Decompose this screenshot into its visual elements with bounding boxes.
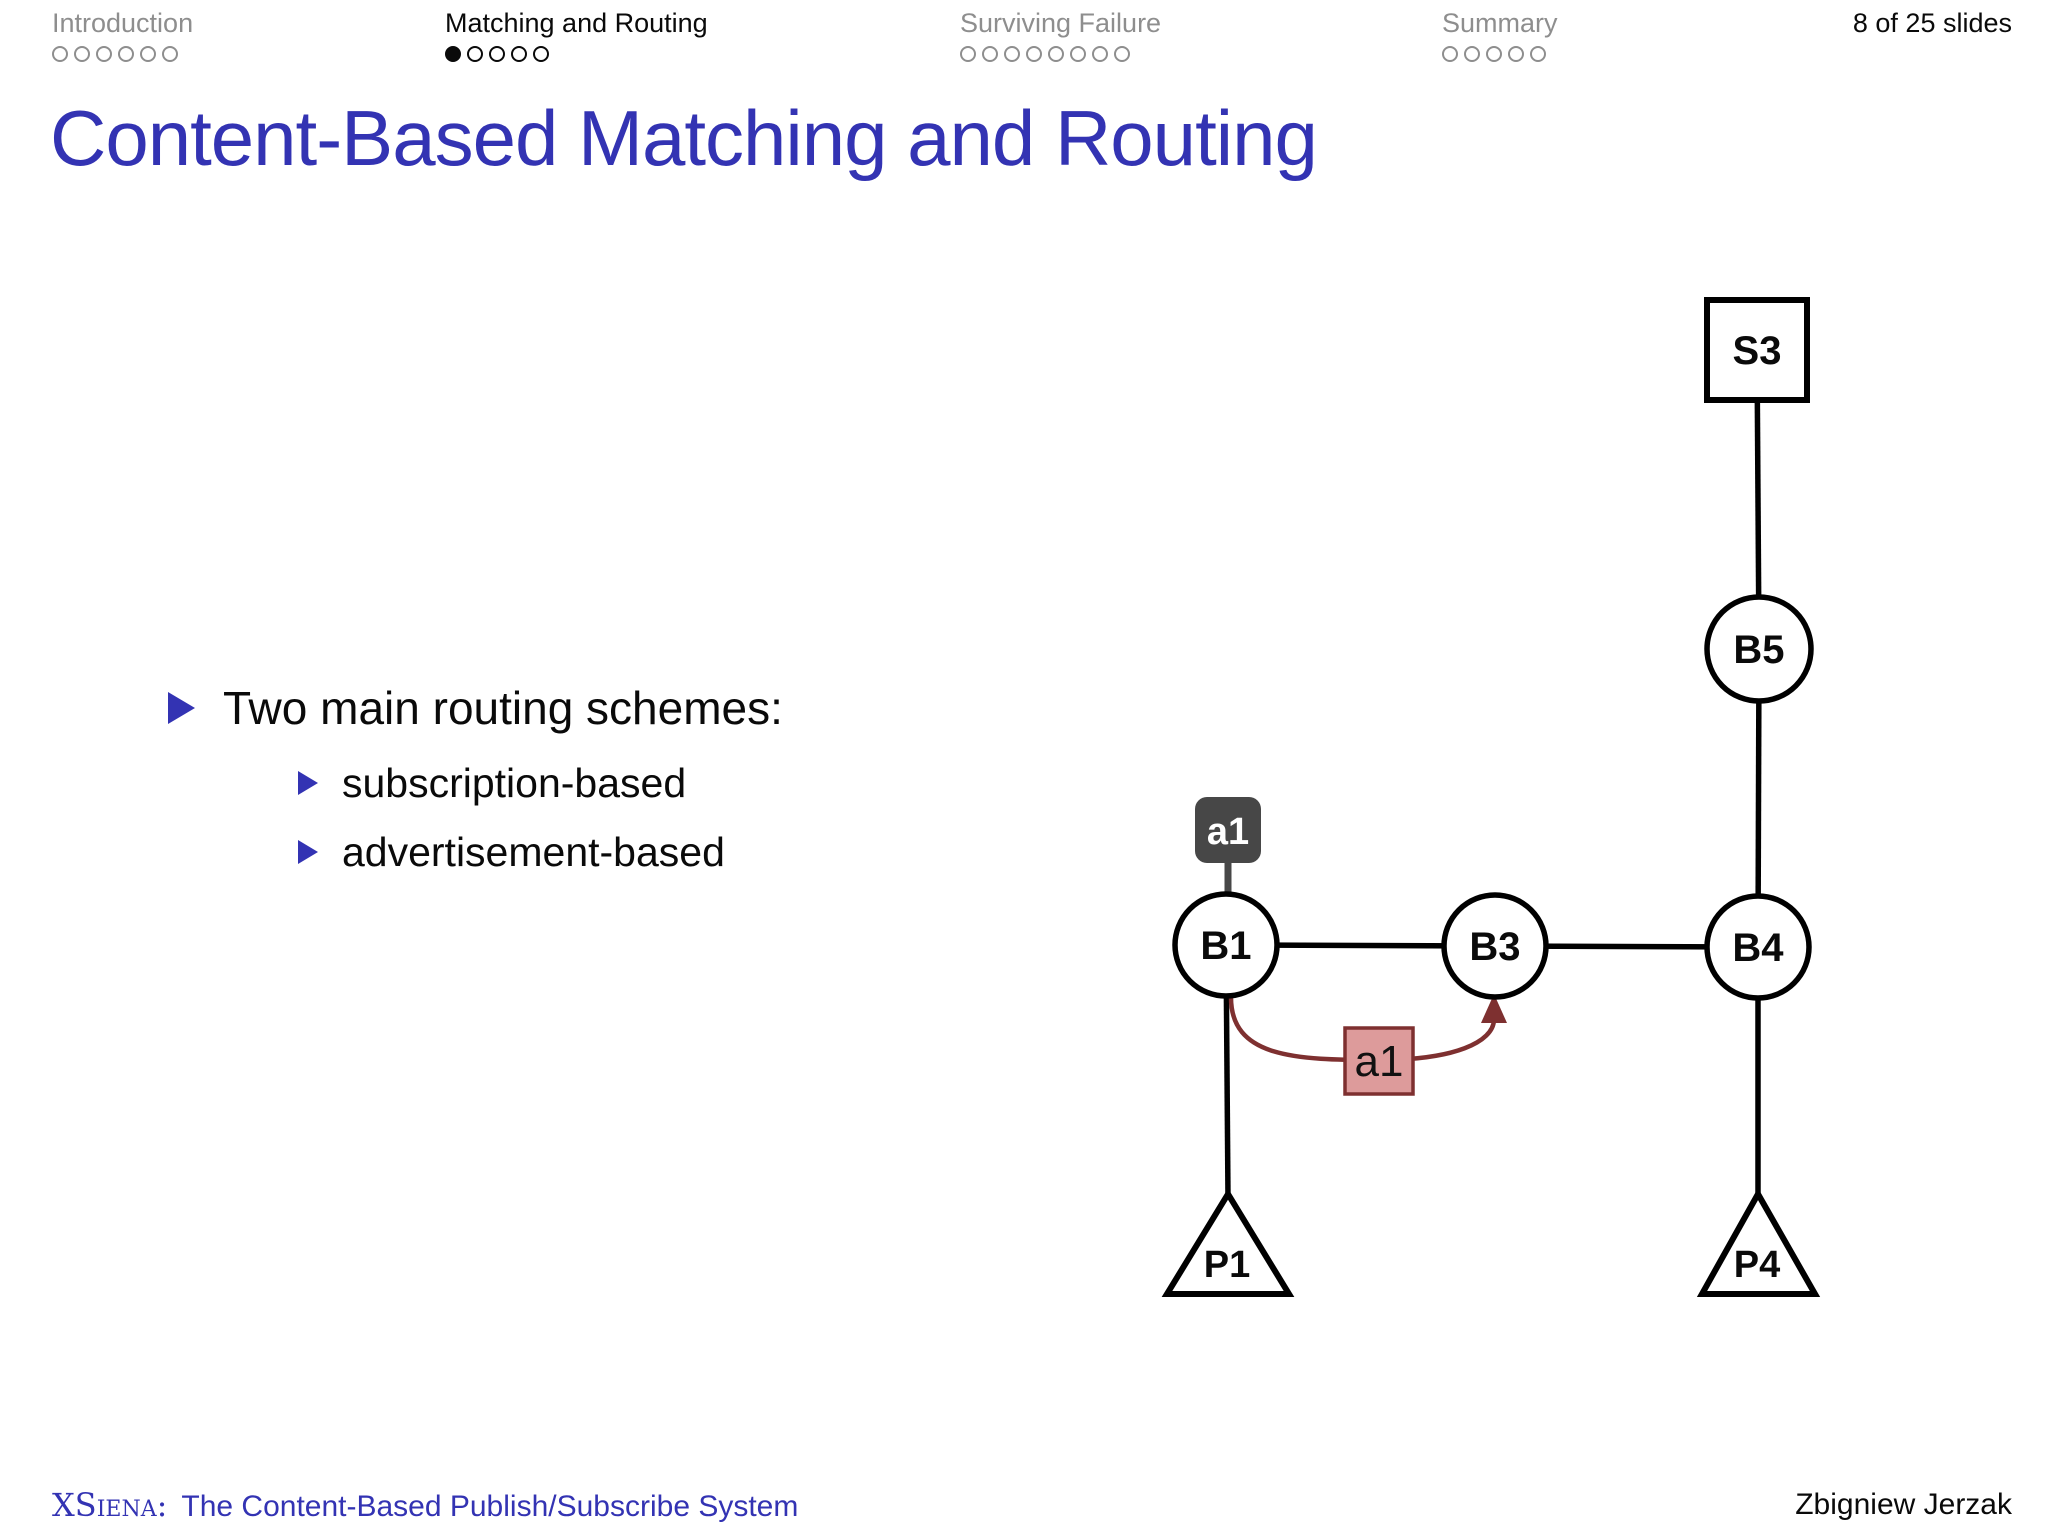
nav-section-label: Summary	[1442, 8, 1558, 38]
diagram-edges	[1223, 349, 1762, 1199]
nav-dot[interactable]	[96, 46, 112, 62]
nav-dots	[960, 46, 1161, 62]
nav-dot[interactable]	[1092, 46, 1108, 62]
broker-circle	[1172, 891, 1280, 999]
sub-bullet-list: subscription-based advertisement-based	[298, 759, 1148, 875]
footer-author: Zbigniew Jerzak	[1795, 1488, 2012, 1521]
bullet-list: Two main routing schemes: subscription-b…	[168, 682, 1148, 899]
footer-left: XSiena: The Content-Based Publish/Subscri…	[52, 1486, 798, 1524]
nav-section-label: Surviving Failure	[960, 8, 1162, 38]
page-title: Content-Based Matching and Routing	[50, 94, 1318, 182]
nav-dot[interactable]	[1070, 46, 1086, 62]
bullet-sub: advertisement-based	[298, 828, 1148, 875]
nav-dots	[1442, 46, 1558, 62]
bullet-triangle-icon	[298, 839, 318, 864]
publisher-triangle	[1696, 1187, 1821, 1297]
nav-section-label: Introduction	[52, 8, 194, 38]
advertisement-box	[1195, 797, 1261, 863]
nav-dot[interactable]	[1486, 46, 1502, 62]
bullet-triangle-icon	[168, 692, 195, 724]
nav-dot[interactable]	[1048, 46, 1064, 62]
nav-section-summary[interactable]: Summary	[1442, 8, 1558, 62]
nav-dot[interactable]	[162, 46, 178, 62]
nav-dot[interactable]	[1530, 46, 1546, 62]
broker-circle	[1704, 893, 1812, 1001]
node-a1-advertisement: a1	[1195, 797, 1261, 863]
bullet-main: Two main routing schemes:	[168, 682, 1148, 735]
subscriber-square	[1704, 297, 1810, 403]
nav-dot[interactable]	[982, 46, 998, 62]
nav-dot[interactable]	[445, 46, 461, 62]
message-box	[1343, 1026, 1415, 1096]
nav-dot[interactable]	[511, 46, 527, 62]
footer-presentation-title: The Content-Based Publish/Subscribe Syst…	[181, 1490, 799, 1523]
nav-dot[interactable]	[960, 46, 976, 62]
nav-dots	[445, 46, 708, 62]
nav-dot[interactable]	[1464, 46, 1480, 62]
nav-dot[interactable]	[489, 46, 505, 62]
node-b3: B3	[1441, 892, 1549, 1000]
header-navigation: Introduction Matching and Routing Survivin…	[0, 0, 2048, 90]
node-b1: B1	[1172, 891, 1280, 999]
svg-text:B4: B4	[1732, 926, 1784, 970]
nav-section-surviving-failure[interactable]: Surviving Failure	[960, 8, 1161, 62]
nav-dot[interactable]	[1508, 46, 1524, 62]
nav-dot[interactable]	[1004, 46, 1020, 62]
bullet-sub: subscription-based	[298, 759, 1148, 806]
nav-section-introduction[interactable]: Introduction	[52, 8, 193, 62]
svg-text:B3: B3	[1469, 925, 1520, 969]
broker-circle	[1441, 892, 1549, 1000]
svg-text:B1: B1	[1200, 924, 1251, 968]
publisher-triangle	[1161, 1188, 1295, 1297]
footer-brand: XSiena:	[52, 1486, 168, 1524]
nav-section-label: Matching and Routing	[445, 8, 708, 38]
svg-text:S3: S3	[1733, 329, 1782, 373]
nav-dots	[52, 46, 193, 62]
bullet-triangle-icon	[298, 770, 318, 795]
svg-text:B5: B5	[1733, 628, 1784, 672]
bullet-sub-text: subscription-based	[342, 759, 687, 806]
broker-circle	[1704, 594, 1814, 704]
nav-dot[interactable]	[1114, 46, 1130, 62]
svg-text:a1: a1	[1355, 1037, 1404, 1086]
bullet-sub-text: advertisement-based	[342, 828, 725, 875]
nav-dot[interactable]	[140, 46, 156, 62]
nav-dot[interactable]	[1026, 46, 1042, 62]
node-p1: P1	[1161, 1188, 1295, 1297]
nav-dot[interactable]	[1442, 46, 1458, 62]
bullet-main-text: Two main routing schemes:	[223, 682, 783, 734]
node-b4: B4	[1704, 893, 1812, 1001]
nav-dot[interactable]	[533, 46, 549, 62]
svg-text:a1: a1	[1207, 811, 1249, 853]
advertisement-arrowhead-icon	[1481, 994, 1507, 1023]
nav-dot[interactable]	[467, 46, 483, 62]
slide-counter: 8 of 25 slides	[1852, 8, 2012, 38]
nav-dot[interactable]	[52, 46, 68, 62]
svg-text:P4: P4	[1734, 1244, 1780, 1286]
nav-section-matching-and-routing[interactable]: Matching and Routing	[445, 8, 708, 62]
nav-dot[interactable]	[74, 46, 90, 62]
node-p4: P4	[1696, 1187, 1821, 1297]
node-b5: B5	[1704, 594, 1814, 704]
node-a1-message: a1	[1343, 1026, 1415, 1096]
node-s3: S3	[1704, 297, 1810, 403]
svg-text:P1: P1	[1204, 1244, 1250, 1286]
nav-dot[interactable]	[118, 46, 134, 62]
